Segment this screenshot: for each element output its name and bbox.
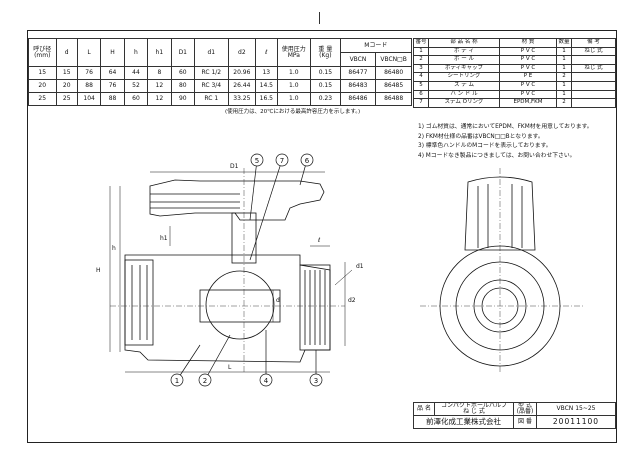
body-outline <box>124 254 331 363</box>
cell: 12 <box>147 92 172 106</box>
dim-d1-leader <box>334 269 353 286</box>
balloon-3-label: 3 <box>314 377 318 385</box>
cell <box>571 98 616 108</box>
balloon-7 <box>275 153 289 167</box>
balloon-1 <box>170 373 184 387</box>
balloon-2 <box>198 373 212 387</box>
side-bore-inner <box>481 287 519 325</box>
balloon-5-label: 5 <box>255 157 259 165</box>
product-name-line1: コンパクトボールバルブ <box>440 402 507 409</box>
balloon-2-label: 2 <box>203 377 207 385</box>
dim-label-L: L <box>228 364 232 371</box>
col-header-l: ℓ <box>255 38 278 67</box>
balloon-5 <box>250 153 264 167</box>
cell: RC 1 <box>194 92 229 106</box>
dim-label-h: h <box>112 245 116 252</box>
balloon-leader <box>176 344 201 381</box>
note-item: 1) ゴム材質は、通常においてEPDM、FKM材を用意しております。 <box>418 124 593 130</box>
balloon-leader <box>249 159 283 261</box>
balloon-6-label: 6 <box>305 157 310 165</box>
dimension-labels: D1 h1 h H ℓ d1 d d2 L <box>96 163 364 371</box>
cell: 60 <box>170 66 196 80</box>
balloon-leader <box>204 334 231 381</box>
dim-label-H: H <box>96 267 101 274</box>
side-bore-outer <box>473 279 527 333</box>
title-drawing-no-label: 図 番 <box>513 415 537 429</box>
title-model: VBCN 15~25 <box>536 402 616 416</box>
end-connector <box>299 264 331 351</box>
cell: 90 <box>170 92 196 106</box>
col-header-weight: 重 量 (Kg) <box>310 38 341 67</box>
cell: 13 <box>255 66 278 80</box>
handle-outline <box>149 179 325 221</box>
cell: 1.0 <box>276 92 312 106</box>
dim-label-l: ℓ <box>317 237 320 244</box>
center-mark <box>319 12 320 24</box>
title-name-label: 品 名 <box>413 402 435 416</box>
cell: 86488 <box>375 92 412 106</box>
product-name-line2: ね じ 式 <box>463 408 485 415</box>
dim-label-h1: h1 <box>160 235 168 242</box>
side-body-outer <box>439 245 561 367</box>
title-model-label: 型 式 (品番) <box>513 402 537 416</box>
pressure-note: (使用圧力は、20℃における最高許容圧力を示します。) <box>225 109 361 115</box>
cell: 15 <box>55 66 78 80</box>
balloon-1-label: 1 <box>175 377 179 385</box>
balloon-4-label: 4 <box>264 377 269 385</box>
dim-label-D1: D1 <box>230 163 239 170</box>
cell: 16.5 <box>255 92 278 106</box>
title-company: 前澤化成工業株式会社 <box>413 415 514 429</box>
ball-outline <box>205 270 275 340</box>
side-body-mid <box>455 261 545 351</box>
title-block: 品 名 コンパクトボールバルブ ね じ 式 型 式 (品番) VBCN 15~2… <box>413 402 616 429</box>
cell: 25 <box>28 92 57 106</box>
dim-label-d1: d1 <box>356 263 364 270</box>
drawing-frame <box>27 30 617 443</box>
cell: 25 <box>55 92 78 106</box>
col-header-d: d <box>55 38 78 67</box>
cell: 86486 <box>339 92 377 106</box>
balloon-7-label: 7 <box>280 157 284 165</box>
title-drawing-no: 20011100 <box>536 415 616 429</box>
balloon-3 <box>309 373 323 387</box>
dimension-table: 呼び径 (mm) d L H h h1 D1 d1 d2 ℓ 使用圧力 MPa … <box>28 38 413 106</box>
title-product-name: コンパクトボールバルブ ね じ 式 <box>434 402 514 416</box>
side-handle-outline <box>464 176 536 251</box>
note-item: 4) Mコードなき製品につきましては、お問い合わせ下さい。 <box>418 152 576 159</box>
col-header-L: L <box>76 38 102 67</box>
balloon-leader <box>249 159 258 221</box>
body-cap <box>124 259 154 346</box>
dim-label-d: d <box>276 297 280 304</box>
balloon-4 <box>259 373 273 387</box>
note-item: 3) 標準色ハンドルのMコードを表示しております。 <box>418 143 552 149</box>
balloon-6 <box>300 153 314 167</box>
note-item: 2) FKM材仕様の品番はVBCN□□Bとなります。 <box>418 133 544 140</box>
cell: 60 <box>123 92 149 106</box>
col-header-d1: d1 <box>194 38 229 67</box>
dim-label-d2: d2 <box>348 297 356 304</box>
notes-list: 1) ゴム材質は、通常においてEPDM、FKM材を用意しております。 2) FK… <box>418 123 593 161</box>
